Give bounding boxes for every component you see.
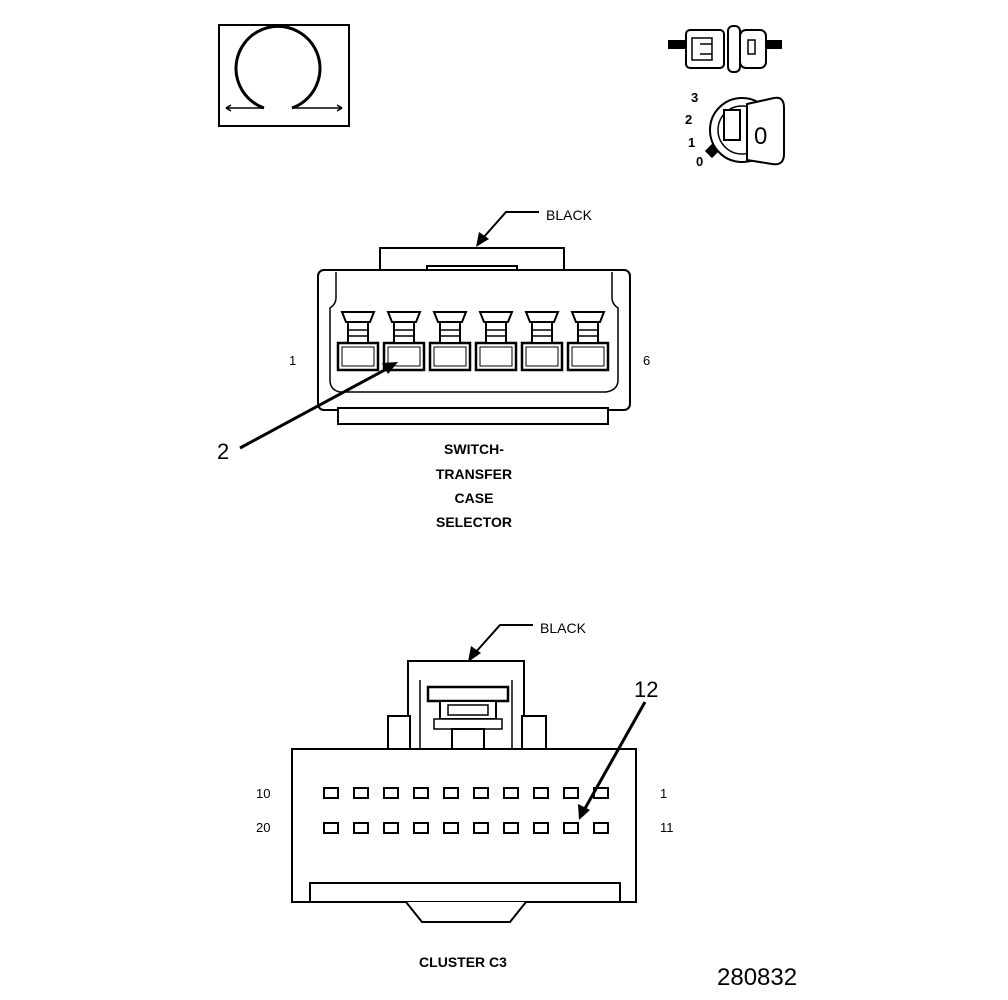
key-letter: 0 [754, 123, 767, 150]
cluster-cavity [503, 822, 519, 834]
cluster-cavity [413, 787, 429, 799]
cluster-title: CLUSTER C3 [419, 954, 507, 970]
cluster-cavity [413, 822, 429, 834]
document-id: 280832 [717, 964, 797, 991]
switch-cavity [382, 311, 426, 372]
cluster-pin-10-label: 10 [256, 786, 270, 801]
cluster-cavity [323, 822, 339, 834]
disconnect-connector-icon [668, 25, 782, 73]
cluster-callout-arrow [581, 701, 647, 813]
cluster-callout-number: 12 [634, 677, 658, 702]
key-position-0: 0 [696, 154, 703, 169]
cluster-cavity [383, 822, 399, 834]
cluster-cavity [533, 822, 549, 834]
switch-title-line-4: SELECTOR [436, 514, 512, 530]
cluster-cavity [593, 822, 609, 834]
cluster-cavity [443, 787, 459, 799]
switch-title-line-3: CASE [455, 490, 494, 506]
cluster-cavity [503, 787, 519, 799]
cluster-color-label: BLACK [540, 620, 587, 636]
cluster-pin-11-label: 11 [660, 820, 674, 835]
cluster-cavity [473, 787, 489, 799]
cluster-cavity [473, 822, 489, 834]
cluster-cavity [563, 822, 579, 834]
switch-pin-1-label: 1 [289, 353, 296, 368]
cluster-cavity [443, 822, 459, 834]
key-position-2: 2 [685, 112, 692, 127]
switch-cavity [336, 311, 380, 372]
cluster-pin-20-label: 20 [256, 820, 270, 835]
switch-cavity [474, 311, 518, 372]
cluster-cavity [563, 787, 579, 799]
cluster-cavity-row-2 [323, 822, 609, 834]
switch-cavity [566, 311, 610, 372]
cluster-cavity [323, 787, 339, 799]
switch-color-label: BLACK [546, 207, 593, 223]
cluster-cavity [353, 822, 369, 834]
switch-title-line-1: SWITCH- [444, 441, 504, 457]
cluster-pin-1-label: 1 [660, 786, 667, 801]
switch-title-line-2: TRANSFER [436, 466, 512, 482]
cluster-cavity [533, 787, 549, 799]
ignition-key-icon: 0 3 2 1 0 [685, 90, 785, 169]
switch-callout-arrow [239, 364, 393, 450]
switch-transfer-case-connector: BLACK [217, 207, 650, 530]
switch-callout-number: 2 [217, 439, 229, 464]
switch-terminal-cavities [336, 311, 610, 372]
switch-cavity [520, 311, 564, 372]
switch-cavity [428, 311, 472, 372]
cluster-c3-connector: BLACK [256, 620, 674, 970]
cluster-cavity [383, 787, 399, 799]
ohmmeter-icon [218, 24, 350, 127]
key-position-3: 3 [691, 90, 698, 105]
cluster-cavity-row-1 [323, 787, 609, 799]
cluster-cavity [353, 787, 369, 799]
switch-pin-6-label: 6 [643, 353, 650, 368]
key-position-1: 1 [688, 135, 695, 150]
